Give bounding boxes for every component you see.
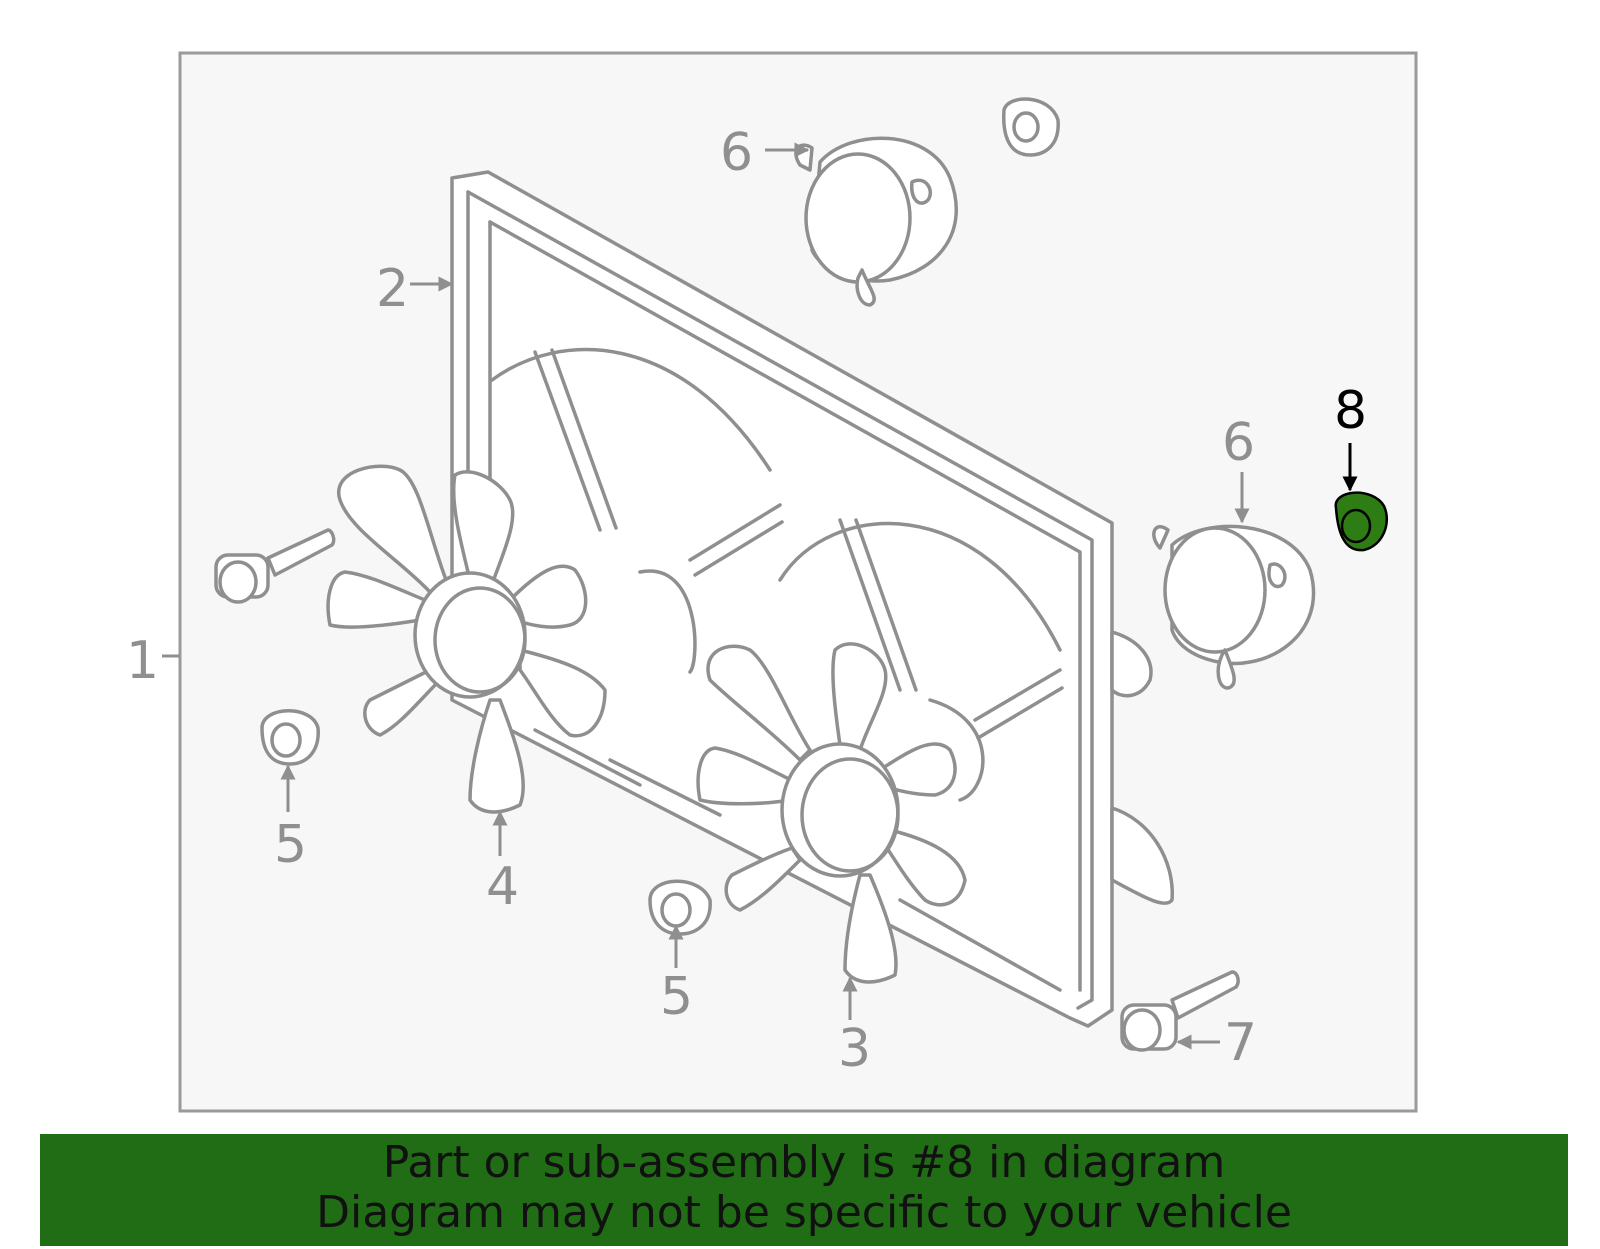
banner-line-1: Part or sub-assembly is #8 in diagram bbox=[382, 1137, 1226, 1188]
nut-top bbox=[1002, 97, 1060, 157]
callout-4: 4 bbox=[486, 857, 519, 917]
callout-6-top: 6 bbox=[720, 123, 753, 183]
callout-5-left: 5 bbox=[274, 815, 307, 875]
fan-motor-lower bbox=[1152, 524, 1316, 690]
nut-left bbox=[260, 709, 320, 766]
bolt-left bbox=[214, 528, 336, 604]
banner-line-2: Diagram may not be specific to your vehi… bbox=[316, 1187, 1292, 1238]
callout-5-center: 5 bbox=[660, 967, 693, 1027]
fan-blade-right bbox=[696, 642, 967, 984]
highlighted-nut-part-8[interactable] bbox=[1334, 491, 1389, 552]
info-banner: Part or sub-assembly is #8 in diagram Di… bbox=[40, 1134, 1568, 1246]
nut-center bbox=[648, 879, 712, 936]
callout-6-right: 6 bbox=[1222, 413, 1255, 473]
callout-1: 1 bbox=[126, 631, 159, 691]
fan-blade-left bbox=[326, 464, 607, 814]
callout-7: 7 bbox=[1224, 1013, 1257, 1073]
fan-motor-upper bbox=[794, 136, 958, 307]
bolt-right bbox=[1120, 970, 1240, 1052]
callout-3: 3 bbox=[838, 1019, 871, 1079]
callout-8[interactable]: 8 bbox=[1334, 381, 1367, 441]
fan-shroud bbox=[450, 170, 1174, 1028]
callout-2: 2 bbox=[376, 259, 409, 319]
